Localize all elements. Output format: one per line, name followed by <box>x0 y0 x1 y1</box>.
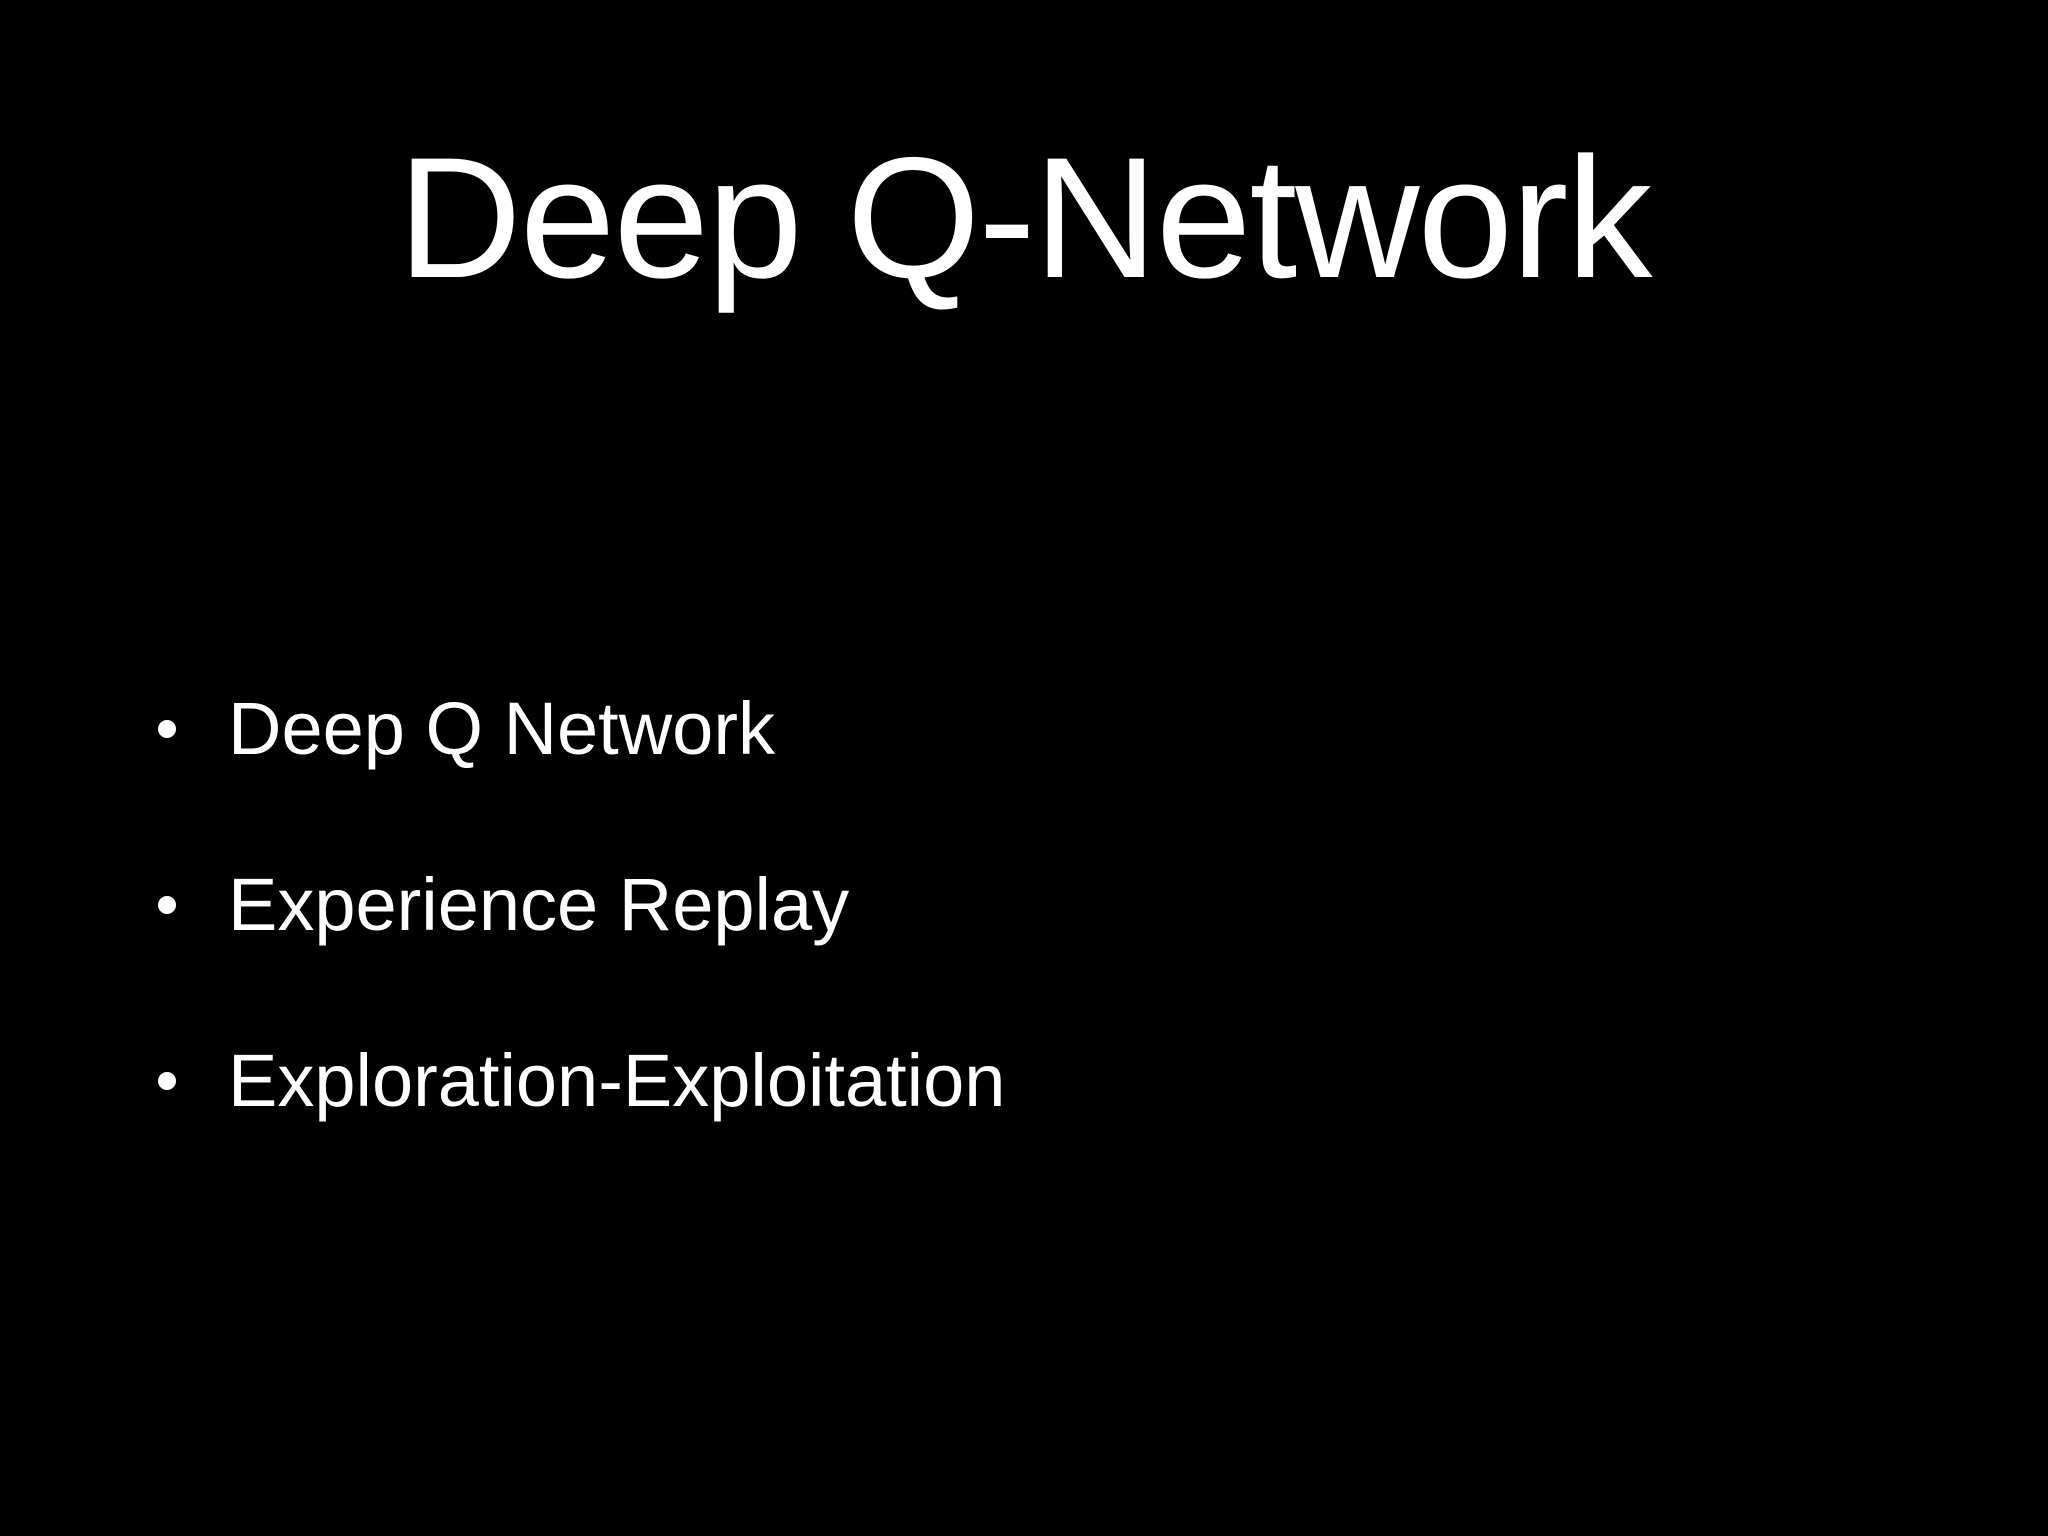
bullet-text: Experience Replay <box>228 863 850 946</box>
bullet-dot-icon <box>158 1072 176 1090</box>
bullet-item: Exploration-Exploitation <box>158 1036 1358 1126</box>
bullet-dot-icon <box>158 896 176 914</box>
bullet-item: Deep Q Network <box>158 684 1358 774</box>
bullet-dot-icon <box>158 720 176 738</box>
bullet-item: Experience Replay <box>158 860 1358 950</box>
bullet-text: Exploration-Exploitation <box>228 1039 1006 1122</box>
slide-title: Deep Q-Network <box>397 122 1653 314</box>
bullet-text: Deep Q Network <box>228 687 775 770</box>
